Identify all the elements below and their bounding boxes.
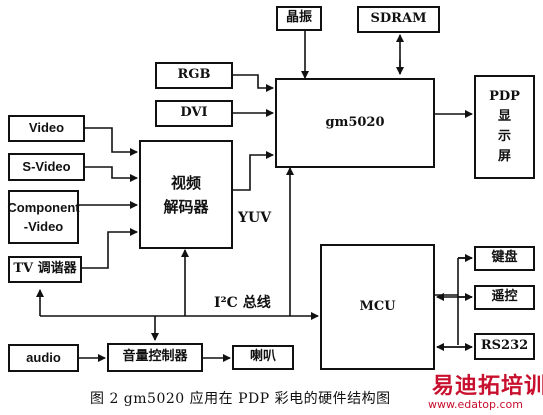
watermark-url: www.edatop.com <box>428 398 523 411</box>
video-decoder-block: 视频 解码器 <box>139 140 233 249</box>
remote-control-block: 遥控 <box>474 285 535 310</box>
decoder-label-line-1: 视频 <box>170 173 201 192</box>
component-label-line-2: -Video <box>23 219 64 234</box>
audio-label: audio <box>26 349 61 365</box>
remote-label: 遥控 <box>491 289 518 305</box>
volume-controller-label: 音量控制器 <box>122 349 188 365</box>
dvi-input-block: DVI <box>155 100 233 127</box>
figure-caption: 图 2 gm5020 应用在 PDP 彩电的硬件结构图 <box>90 391 391 407</box>
svideo-input-block: S-Video <box>8 153 85 181</box>
keypad-label: 键盘 <box>491 250 518 266</box>
keypad-block: 键盘 <box>474 246 535 271</box>
sdram-block: SDRAM <box>357 6 440 33</box>
volume-controller-block: 音量控制器 <box>107 343 203 372</box>
speaker-block: 喇叭 <box>232 345 294 370</box>
rs232-label: RS232 <box>480 338 529 354</box>
speaker-label: 喇叭 <box>249 349 276 365</box>
pdp-label-line-2: 显 <box>497 108 511 124</box>
mcu-block: MCU <box>320 244 435 370</box>
component-video-block: Component -Video <box>7 190 80 244</box>
video-label: Video <box>28 120 65 136</box>
mcu-label: MCU <box>359 298 396 314</box>
dvi-label: DVI <box>180 105 208 121</box>
gm5020-block: gm5020 <box>275 78 435 168</box>
crystal-oscillator-block: 晶振 <box>276 6 322 31</box>
crystal-label: 晶振 <box>285 10 312 26</box>
video-input-block: Video <box>8 115 85 142</box>
rs232-block: RS232 <box>474 333 535 360</box>
tv-tuner-block: TV 调谐器 <box>8 256 82 283</box>
rgb-input-block: RGB <box>155 62 233 89</box>
gm5020-label: gm5020 <box>325 114 385 130</box>
sdram-label: SDRAM <box>370 11 427 27</box>
pdp-label-line-3: 示 <box>497 129 511 144</box>
pdp-display-block: PDP 显 示 屏 <box>474 75 535 179</box>
pdp-label-line-4: 屏 <box>497 149 511 165</box>
tv-tuner-label: TV 调谐器 <box>13 261 77 277</box>
rgb-label: RGB <box>177 67 211 83</box>
component-label-line-1: Component <box>7 199 80 215</box>
watermark-brand: 易迪拓培训 <box>432 374 543 399</box>
yuv-label: YUV <box>238 210 272 226</box>
decoder-label-line-2: 解码器 <box>163 197 209 216</box>
i2c-bus-label: I²C 总线 <box>214 295 271 311</box>
pdp-label-line-1: PDP <box>489 88 520 104</box>
svideo-label: S-Video <box>22 158 71 174</box>
audio-input-block: audio <box>8 344 79 372</box>
